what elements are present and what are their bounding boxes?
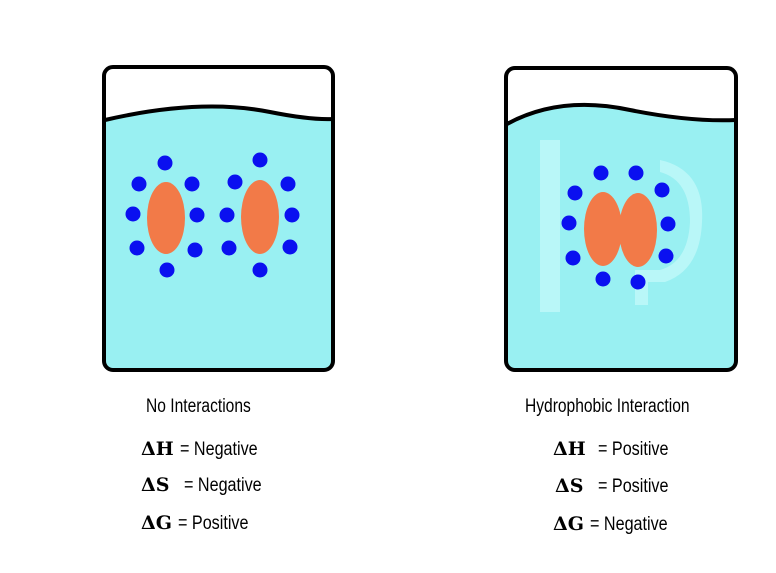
ion bbox=[565, 250, 581, 266]
delta-g-left: ΔG = Positive bbox=[141, 512, 261, 535]
ion bbox=[131, 176, 147, 192]
ion bbox=[159, 262, 175, 278]
ion bbox=[157, 155, 173, 171]
ion bbox=[252, 152, 268, 168]
ion bbox=[658, 248, 674, 264]
water-highlight bbox=[540, 140, 560, 312]
ion bbox=[630, 274, 646, 290]
ion bbox=[227, 174, 243, 190]
ion bbox=[595, 271, 611, 287]
hydrophobic-molecule bbox=[147, 182, 185, 254]
ion-cluster-left bbox=[125, 155, 205, 278]
delta-g-symbol: ΔG bbox=[553, 513, 584, 535]
hydrophobic-molecule bbox=[241, 180, 279, 254]
ion bbox=[184, 176, 200, 192]
delta-g-value: = Negative bbox=[590, 514, 669, 535]
beaker-no-interactions bbox=[102, 65, 335, 372]
ion bbox=[187, 242, 203, 258]
ion bbox=[221, 240, 237, 256]
delta-s-right: ΔS = Positive bbox=[555, 475, 681, 498]
delta-s-value: = Positive bbox=[597, 476, 669, 497]
ion bbox=[567, 185, 583, 201]
ion bbox=[628, 165, 644, 181]
ion bbox=[284, 207, 300, 223]
delta-g-value: = Positive bbox=[178, 513, 249, 534]
ion-cluster-combined bbox=[561, 165, 676, 290]
delta-h-symbol: ΔH bbox=[141, 438, 174, 460]
ion bbox=[219, 207, 235, 223]
ion bbox=[252, 262, 268, 278]
delta-s-symbol: ΔS bbox=[555, 475, 584, 497]
caption-no-interactions: No Interactions bbox=[146, 396, 251, 417]
ion bbox=[129, 240, 145, 256]
beaker-outline bbox=[102, 65, 335, 372]
delta-s-symbol: ΔS bbox=[141, 474, 170, 496]
water-fill bbox=[105, 106, 333, 371]
delta-h-right: ΔH = Positive bbox=[553, 438, 681, 461]
water-surface bbox=[506, 102, 737, 126]
ion bbox=[654, 182, 670, 198]
beaker-outline bbox=[504, 66, 738, 372]
delta-g-right: ΔG = Negative bbox=[553, 513, 682, 536]
water-surface bbox=[104, 104, 334, 122]
delta-h-value: = Negative bbox=[180, 439, 258, 460]
hydrophobic-molecule bbox=[584, 192, 622, 266]
delta-h-symbol: ΔH bbox=[553, 438, 586, 460]
delta-h-value: = Positive bbox=[598, 439, 669, 460]
water-highlight bbox=[635, 160, 703, 305]
delta-s-left: ΔS = Negative bbox=[141, 474, 275, 497]
delta-h-left: ΔH = Negative bbox=[141, 438, 272, 461]
delta-g-symbol: ΔG bbox=[141, 512, 172, 534]
ion bbox=[282, 239, 298, 255]
caption-hydrophobic-interaction: Hydrophobic Interaction bbox=[525, 396, 690, 417]
ion bbox=[660, 216, 676, 232]
ion bbox=[561, 215, 577, 231]
ion-cluster-right bbox=[219, 152, 300, 278]
ion bbox=[280, 176, 296, 192]
beaker-hydrophobic-interaction bbox=[504, 66, 738, 372]
hydrophobic-molecule bbox=[619, 193, 657, 267]
ion bbox=[125, 206, 141, 222]
delta-s-value: = Negative bbox=[183, 475, 262, 496]
ion bbox=[593, 165, 609, 181]
ion bbox=[189, 207, 205, 223]
